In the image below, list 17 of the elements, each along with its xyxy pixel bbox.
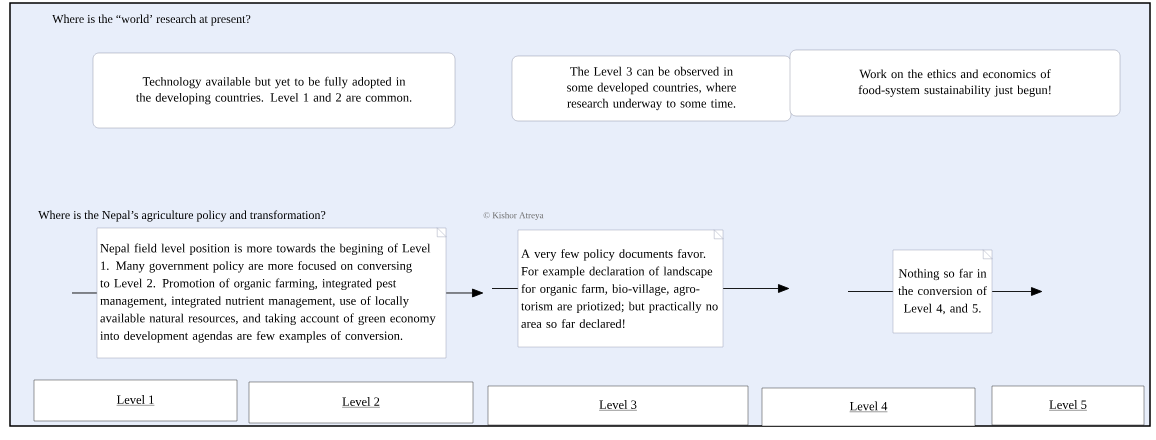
level-box: Level 2 — [248, 381, 474, 424]
heading-text: Where is the Nepal’s agriculture policy and transformation? — [38, 210, 326, 222]
note-box: A very few policy documents favor. For example declaration of landscape for organic farm, bio-village, agro-torism are priotized; but practically no area so far declared! — [517, 229, 724, 348]
level-box: Level 4 — [761, 387, 976, 427]
arrow — [991, 287, 1043, 296]
arrow — [445, 288, 484, 298]
arrow — [722, 284, 790, 293]
note-box: Nepal field level position is more towards the begining of Level 1. Many government policy are more focused on conversing to Level 2. Promotion of organic farming, integrated pest management, integrated nutrient management, use of locally available natural resources, and taking account of green economy into development agendas are few examples of conversion. — [96, 227, 447, 359]
heading-text: Where is the “world’ research at present? — [52, 14, 251, 26]
level-box: Level 1 — [33, 379, 238, 422]
level-box: Level 5 — [991, 385, 1145, 426]
credit-text: © Kishor Atreya — [483, 211, 544, 221]
text-box: The Level 3 can be observed in some developed countries, where research underway to some time. — [511, 55, 792, 122]
level-box: Level 3 — [487, 385, 749, 426]
text-box: Technology available but yet to be fully adopted in the developing countries. Level 1 and 2 are common. — [92, 52, 456, 129]
text-box: Work on the ethics and economics of food-system sustainability just begun! — [789, 49, 1121, 117]
note-box: Nothing so far in the conversion of Level 4, and 5. — [892, 249, 993, 334]
